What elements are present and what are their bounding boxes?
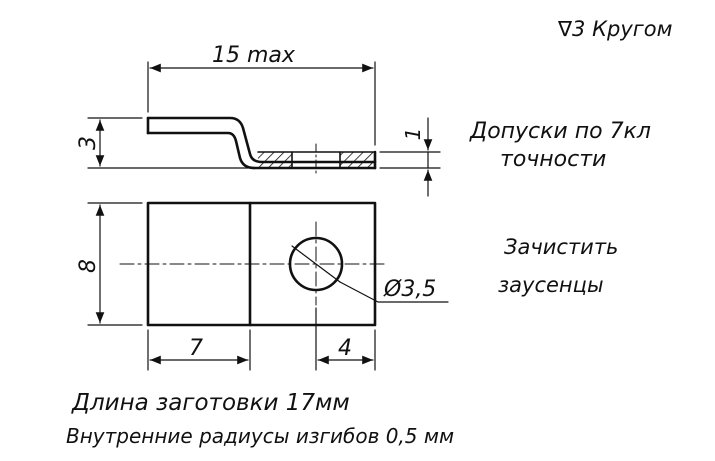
dim-thickness bbox=[379, 117, 441, 197]
dim-length bbox=[87, 202, 143, 326]
dim-hole-position bbox=[147, 307, 376, 371]
dim-thickness-label: 1 bbox=[401, 128, 425, 141]
surface-finish-mark: ∇3 Кругом bbox=[557, 17, 673, 41]
section-hatching bbox=[258, 152, 374, 168]
centerlines bbox=[119, 221, 385, 306]
hole-circle bbox=[288, 236, 344, 292]
dim-hole-edge-label: 4 bbox=[338, 336, 352, 361]
side-view-hole-lines bbox=[257, 143, 376, 177]
tolerance-note-line2: точности bbox=[500, 147, 606, 172]
blank-length-note: Длина заготовки 17мм bbox=[71, 390, 350, 416]
dim-hole-offset-label: 7 bbox=[189, 336, 203, 361]
dim-width-max bbox=[147, 61, 376, 146]
bend-radius-note: Внутренние радиусы изгибов 0,5 мм bbox=[66, 424, 454, 448]
dim-width-max-label: 15 max bbox=[212, 43, 296, 68]
hole-leader bbox=[291, 245, 449, 303]
dim-height-label: 3 bbox=[76, 136, 101, 150]
dim-height bbox=[87, 117, 249, 169]
deburr-note-line1: Зачистить bbox=[504, 235, 618, 259]
dim-length-label: 8 bbox=[76, 259, 101, 273]
dim-hole-diameter-label: Ø3,5 bbox=[383, 277, 436, 302]
deburr-note-line2: заусенцы bbox=[498, 273, 604, 297]
tolerance-note-line1: Допуски по 7кл bbox=[469, 119, 651, 144]
